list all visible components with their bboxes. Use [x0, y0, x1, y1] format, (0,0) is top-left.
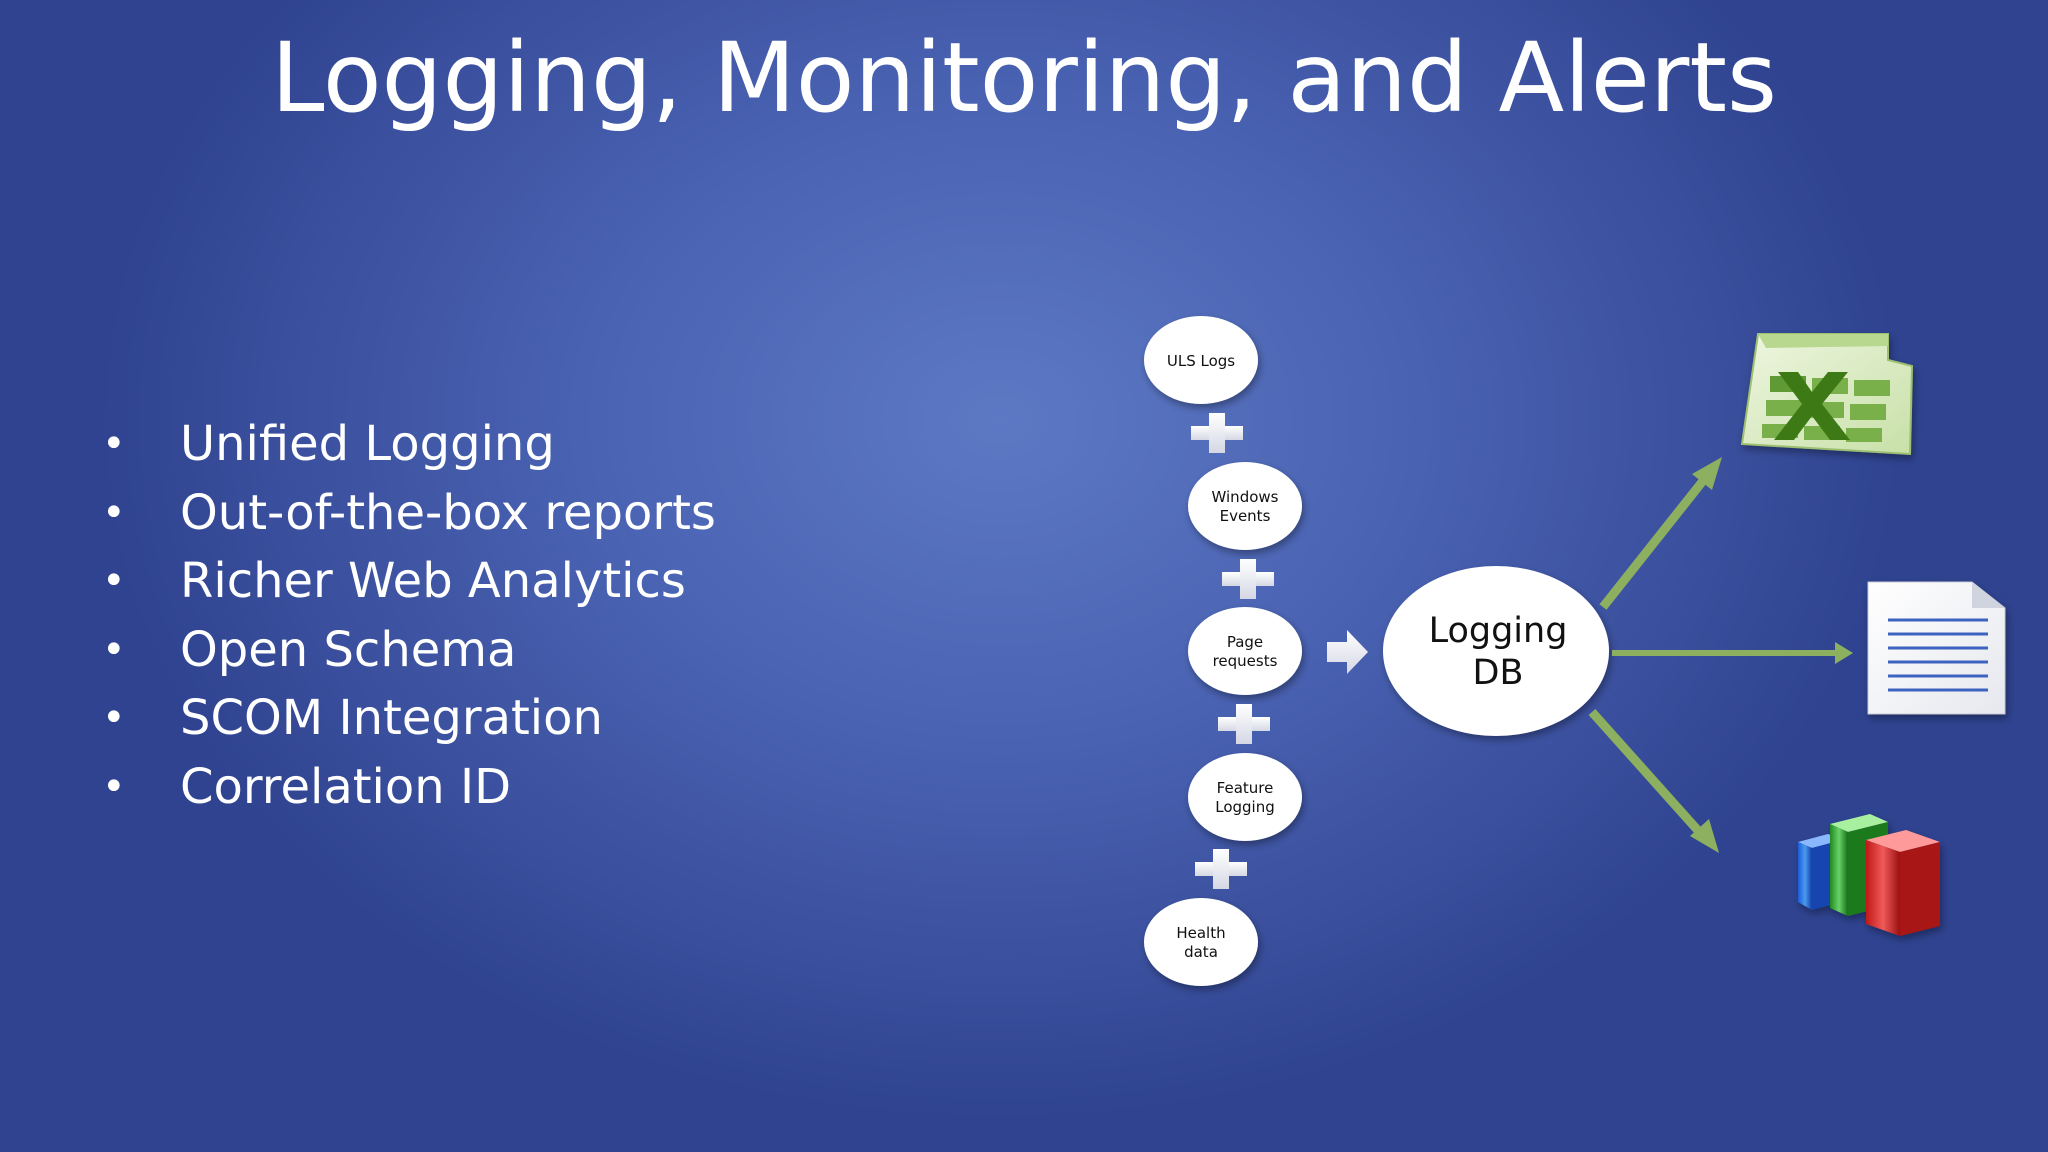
bullet-text: Unified Logging — [180, 416, 555, 472]
source-node-health-data: Health data — [1144, 898, 1258, 986]
hub-label-line1: Logging — [1429, 611, 1568, 651]
hub-node-logging-db: Logging DB — [1383, 566, 1609, 736]
right-arrow-icon — [1327, 630, 1368, 674]
output-arrow — [1612, 642, 1853, 664]
node-label: Page — [1227, 633, 1263, 651]
node-label: ULS Logs — [1167, 352, 1235, 370]
bullet-item: • Unified Logging — [100, 410, 716, 479]
bullet-dot: • — [102, 421, 126, 467]
node-label: requests — [1213, 652, 1278, 670]
bullet-item: • Out-of-the-box reports — [100, 479, 716, 548]
plus-icon — [1191, 413, 1243, 453]
bullet-text: Correlation ID — [180, 758, 512, 815]
node-label: Health — [1176, 924, 1225, 942]
source-node-windows-events: Windows Events — [1188, 462, 1302, 550]
plus-icon — [1222, 559, 1274, 599]
source-node-page-requests: Page requests — [1188, 607, 1302, 695]
node-label: Events — [1220, 507, 1271, 525]
bar-chart-icon — [1798, 814, 1940, 936]
source-node-feature-logging: Feature Logging — [1188, 753, 1302, 841]
node-label: Logging — [1215, 798, 1275, 816]
bullet-text: SCOM Integration — [180, 690, 603, 746]
bullet-list: • Unified Logging • Out-of-the-box reports… — [100, 410, 716, 821]
source-node-uls-logs: ULS Logs — [1144, 316, 1258, 404]
excel-icon — [1740, 333, 1914, 456]
document-icon — [1867, 581, 2006, 715]
bullet-dot: • — [102, 626, 126, 673]
plus-icon — [1218, 704, 1270, 744]
bullet-text: Open Schema — [180, 621, 517, 678]
output-arrow — [1588, 709, 1719, 853]
bullet-dot: • — [102, 489, 126, 536]
plus-icon — [1195, 849, 1247, 889]
bullet-dot: • — [102, 558, 126, 604]
output-arrow — [1599, 457, 1722, 610]
bullet-text: Out-of-the-box reports — [180, 484, 716, 541]
bullet-item: • SCOM Integration — [100, 684, 716, 753]
node-label: Windows — [1212, 488, 1279, 506]
hub-label-line2: DB — [1473, 653, 1524, 693]
node-label: Feature — [1217, 779, 1274, 797]
node-label: data — [1184, 943, 1218, 961]
bullet-item: • Open Schema — [100, 616, 716, 685]
bullet-item: • Richer Web Analytics — [100, 547, 716, 616]
bullet-dot: • — [102, 695, 126, 741]
slide-title: Logging, Monitoring, and Alerts — [271, 22, 1777, 134]
bullet-item: • Correlation ID — [100, 753, 716, 822]
bullet-text: Richer Web Analytics — [180, 553, 686, 609]
bullet-dot: • — [102, 763, 126, 810]
